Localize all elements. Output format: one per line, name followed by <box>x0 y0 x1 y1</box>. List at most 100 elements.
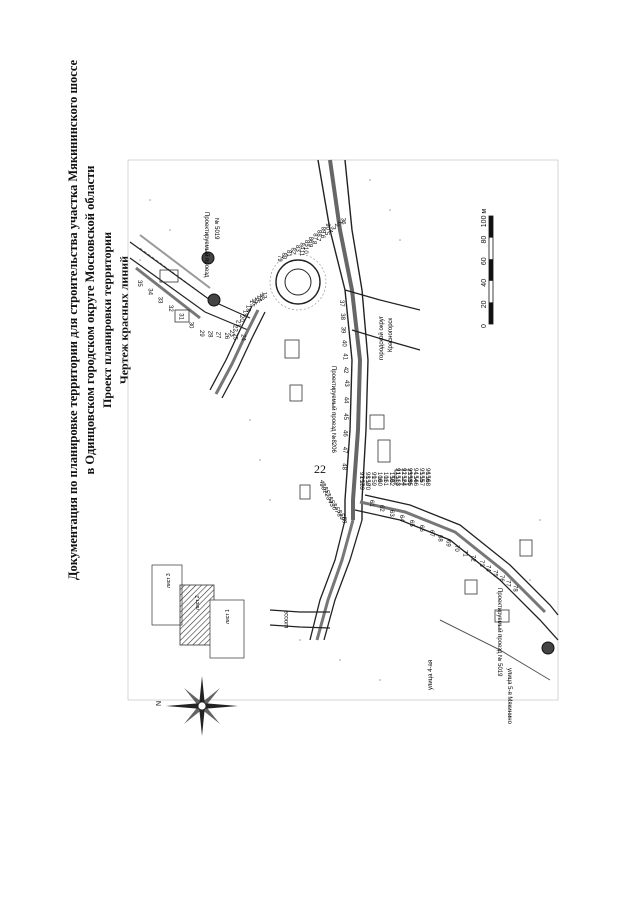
label-street-bottom-2: улица 5-я Мякинино <box>506 668 512 725</box>
point-number: 80 <box>281 253 287 260</box>
point-number: 76 <box>498 575 504 582</box>
point-number: 153 <box>406 472 412 483</box>
point-number: 155 <box>418 472 424 483</box>
road-bottom-right <box>354 494 559 681</box>
point-number: 166 <box>412 476 418 487</box>
point-number: 29 <box>198 330 204 337</box>
point-number: 11 <box>298 250 304 257</box>
point-number: 66 <box>418 525 424 532</box>
point-number: 21 <box>235 320 241 327</box>
point-number: 95 <box>418 468 424 475</box>
point-number: 164 <box>400 476 406 487</box>
point-number: 38 <box>339 313 345 320</box>
scale-tick-4: 80 <box>481 236 488 244</box>
point-number: 63 <box>388 510 394 517</box>
point-number: 94 <box>412 468 418 475</box>
point-number: 75 <box>491 570 497 577</box>
point-number: 64 <box>398 515 404 522</box>
point-number: 44 <box>343 397 349 404</box>
point-number: 32 <box>167 305 173 312</box>
point-number: 60 <box>341 517 347 524</box>
label-street-bottom: улица 4-ая <box>428 660 434 690</box>
point-number: 83 <box>294 245 300 252</box>
point-number: 62 <box>378 505 384 512</box>
point-number: 168 <box>424 476 430 487</box>
scale-tick-2: 40 <box>481 279 488 287</box>
point-number: 34 <box>146 288 152 295</box>
point-number: 90 <box>324 223 330 230</box>
point-number: 15 <box>253 297 259 304</box>
point-number: 74 <box>485 565 491 572</box>
point-number: 51 <box>321 487 327 494</box>
label-highway: шоссе <box>284 610 290 628</box>
point-number: 54 <box>326 497 332 504</box>
point-number: 20 <box>238 315 244 322</box>
point-number: 163 <box>394 476 400 487</box>
point-number: 69 <box>445 540 451 547</box>
point-number: 50 <box>320 483 326 490</box>
point-number: 100 <box>376 472 382 483</box>
point-number: 154 <box>412 472 418 483</box>
point-number: 86 <box>307 237 313 244</box>
point-number: 61 <box>368 500 374 507</box>
point-number: 57 <box>333 507 339 514</box>
point-number: 24 <box>240 334 246 341</box>
label-krasnogorsk: Красногорск <box>388 317 394 352</box>
point-number: 73 <box>478 560 484 567</box>
point-number: 41 <box>341 353 347 360</box>
point-number: 46 <box>342 430 348 437</box>
point-number: 97 <box>358 472 364 479</box>
point-number: 35 <box>136 280 142 287</box>
label-proj-road-bottom: Проектируемый проезд № 5019 <box>496 588 503 677</box>
key-map: лист 3 лист 2 лист 1 <box>151 564 245 659</box>
point-number: 1 <box>336 221 342 225</box>
point-number: 161 <box>382 476 388 487</box>
scale-tick-3: 60 <box>481 257 488 265</box>
point-number: 6 <box>319 235 325 239</box>
point-number: 93 <box>406 468 412 475</box>
point-number: 18 <box>245 305 251 312</box>
scale-tick-5: 100 м <box>481 209 488 228</box>
point-number: 48 <box>341 463 347 470</box>
point-number: 79 <box>276 255 282 262</box>
point-number: 5 <box>323 232 329 236</box>
point-number: 81 <box>285 250 291 257</box>
point-number: 98 <box>364 472 370 479</box>
label-proj-road-top-num: № 5019 <box>213 218 220 240</box>
point-number: 67 <box>428 530 434 537</box>
point-number: 82 <box>290 248 296 255</box>
key-sheet-2 <box>179 584 215 646</box>
point-number: 19 <box>241 310 247 317</box>
point-number: 87 <box>311 233 317 240</box>
point-number: 170 <box>364 480 370 491</box>
terrain-texture <box>139 179 541 681</box>
point-number: 2 <box>333 224 339 228</box>
point-number: 45 <box>342 413 348 420</box>
point-number: 25 <box>231 333 237 340</box>
point-number: 77 <box>505 580 511 587</box>
point-number: 17 <box>248 300 254 307</box>
road-upper-left <box>129 234 251 331</box>
key-sheet-1 <box>209 599 245 659</box>
point-number: 160 <box>376 476 382 487</box>
map-frame <box>127 159 559 701</box>
point-number: 99 <box>370 472 376 479</box>
point-number: 31 <box>177 313 183 320</box>
point-number: 65 <box>408 520 414 527</box>
point-number: 40 <box>341 340 347 347</box>
point-number: 7 <box>315 238 321 242</box>
key-label-sheet-3: лист 3 <box>166 573 172 588</box>
point-number: 16 <box>251 298 257 305</box>
label-proj-road-mid: Проектируемый проезд №8206 <box>330 366 337 453</box>
compass-rose-icon: N <box>156 676 238 736</box>
point-number: 96 <box>424 468 430 475</box>
roundabout <box>269 253 327 311</box>
key-label-sheet-2: лист 2 <box>195 595 201 610</box>
point-number: 156 <box>424 472 430 483</box>
point-number: 27 <box>215 332 221 339</box>
point-number: 56 <box>331 503 337 510</box>
point-number: 152 <box>400 472 406 483</box>
point-number: 43 <box>343 380 349 387</box>
